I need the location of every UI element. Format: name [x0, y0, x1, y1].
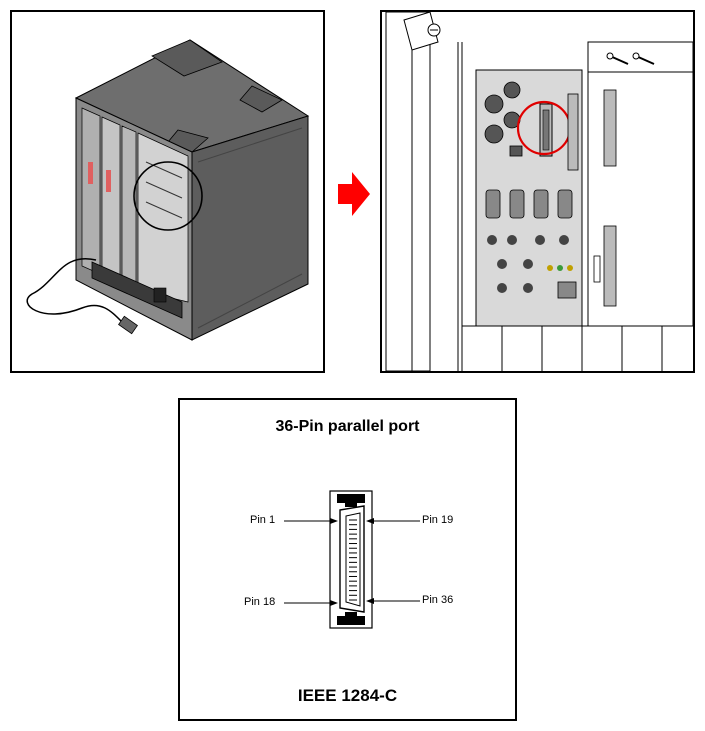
right-arrow-icon	[338, 172, 370, 216]
server-illustration-panel	[10, 10, 325, 373]
rear-io-detail-panel	[380, 10, 695, 373]
server-chassis-illustration	[26, 39, 310, 341]
pin-1-label: Pin 1	[250, 514, 276, 526]
port-standard-label: IEEE 1284-C	[297, 686, 398, 705]
pin-19-label: Pin 19	[422, 514, 454, 526]
connector-diagram	[284, 490, 420, 629]
parallel-port-pinout-panel: 36-Pin parallel port Pin 1 Pin 18 Pin 19…	[178, 398, 517, 721]
pin-36-label: Pin 36	[422, 594, 454, 606]
port-title: 36-Pin parallel port	[275, 418, 420, 435]
rear-io-illustration	[385, 12, 693, 371]
pin-18-label: Pin 18	[244, 596, 276, 608]
